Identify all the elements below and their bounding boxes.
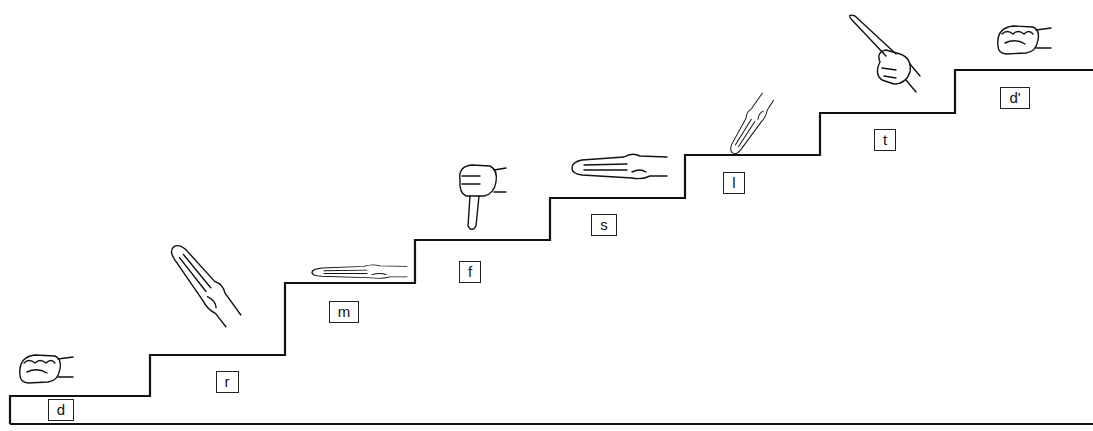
note-box: m: [329, 301, 360, 323]
hand-sign: [850, 15, 920, 92]
solfa-syllable: r: [225, 373, 230, 391]
hand-sign: [460, 165, 506, 230]
solfa-syllable: f: [468, 263, 472, 281]
solfa-syllable: d: [57, 401, 65, 419]
hand-sign: [572, 154, 667, 178]
note-box: s: [591, 214, 617, 236]
hand-sign: [165, 238, 243, 328]
note-box: t: [874, 129, 896, 151]
note-box: d: [48, 399, 74, 421]
note-box: d': [1000, 87, 1029, 109]
solfa-syllable: d': [1009, 89, 1020, 107]
note-box: l: [723, 172, 744, 194]
solfa-syllable: t: [883, 131, 887, 149]
solfa-syllable: m: [338, 303, 351, 321]
hand-sign: [20, 355, 73, 383]
hand-sign: [312, 265, 407, 278]
baseline: [10, 423, 1093, 425]
note-box: f: [459, 261, 481, 283]
solfa-syllable: s: [600, 216, 608, 234]
note-box: r: [216, 371, 239, 393]
hand-sign: [998, 26, 1051, 54]
solfa-syllable: l: [732, 174, 735, 192]
hand-sign: [725, 92, 776, 157]
staircase: [10, 70, 1093, 424]
